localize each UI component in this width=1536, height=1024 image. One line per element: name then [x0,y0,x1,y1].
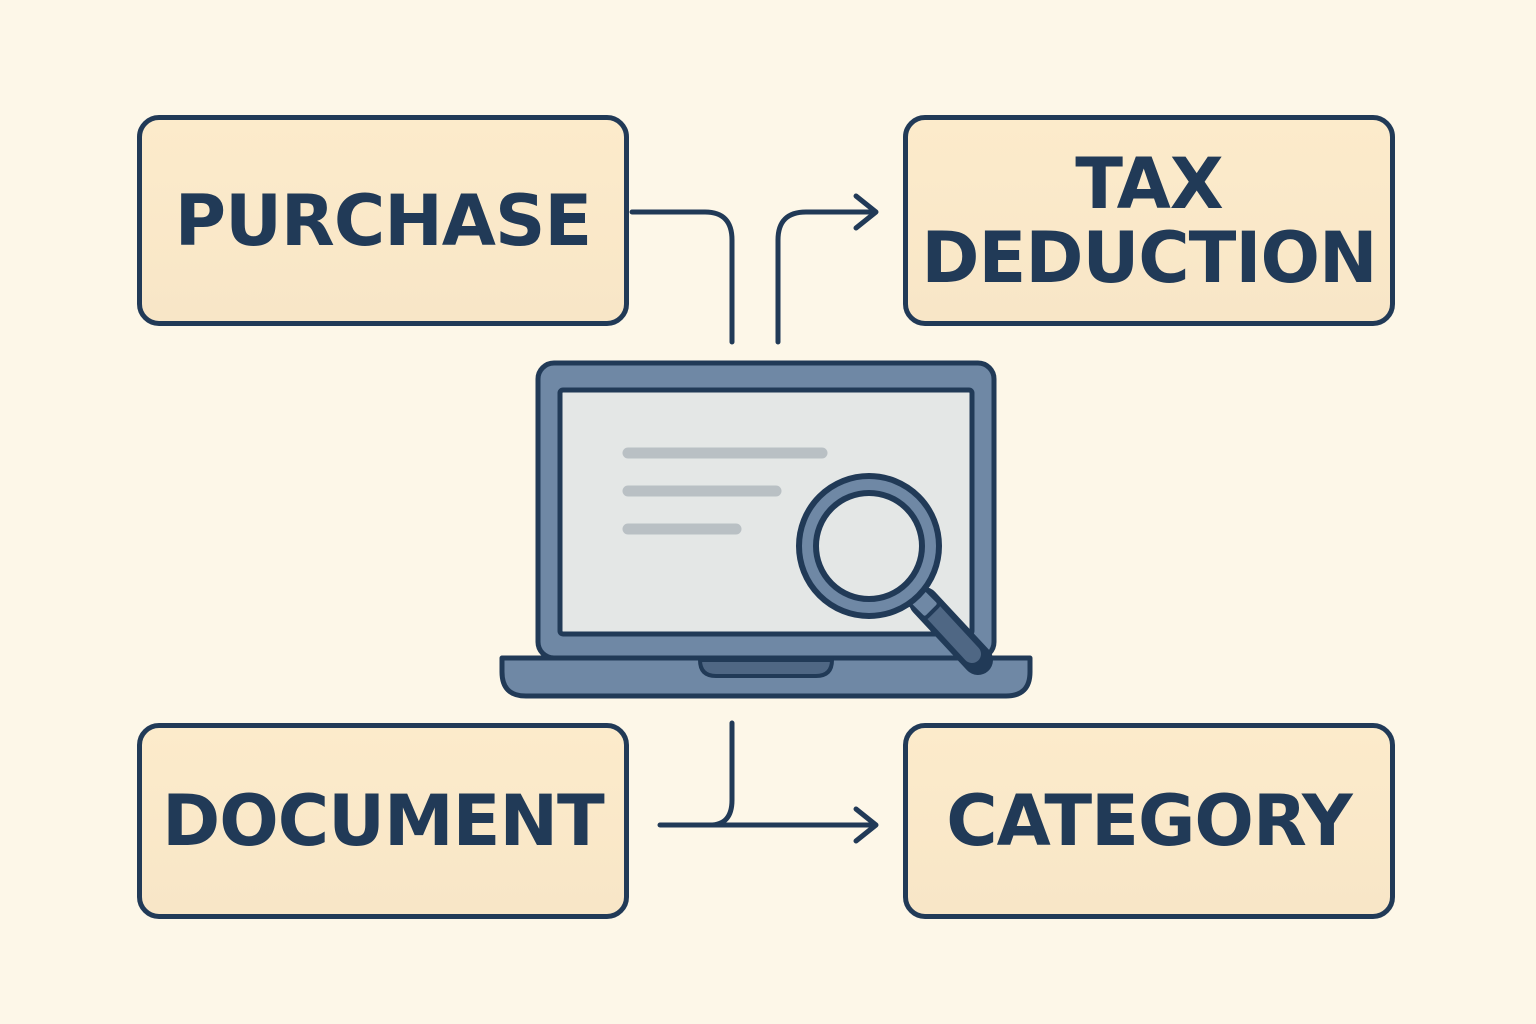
purchase-box: PURCHASE [137,115,629,326]
connector-purchase-to-laptop [629,209,735,345]
laptop-icon [499,360,1033,699]
arrowhead-tax [853,193,879,231]
category-label: CATEGORY [946,780,1352,862]
connector-laptop-to-category [707,720,735,828]
document-box: DOCUMENT [137,723,629,919]
connector-laptop-to-tax [775,209,878,345]
tax-deduction-label: TAX DEDUCTION [921,147,1377,295]
purchase-label: PURCHASE [174,179,592,262]
tax-deduction-label-line2: DEDUCTION [921,216,1377,299]
tax-deduction-box: TAX DEDUCTION [903,115,1395,326]
magnifying-glass-icon [796,473,993,675]
category-box: CATEGORY [903,723,1395,919]
tax-deduction-label-line1: TAX [1075,142,1223,225]
document-label: DOCUMENT [162,780,605,862]
arrowhead-category [853,806,879,844]
